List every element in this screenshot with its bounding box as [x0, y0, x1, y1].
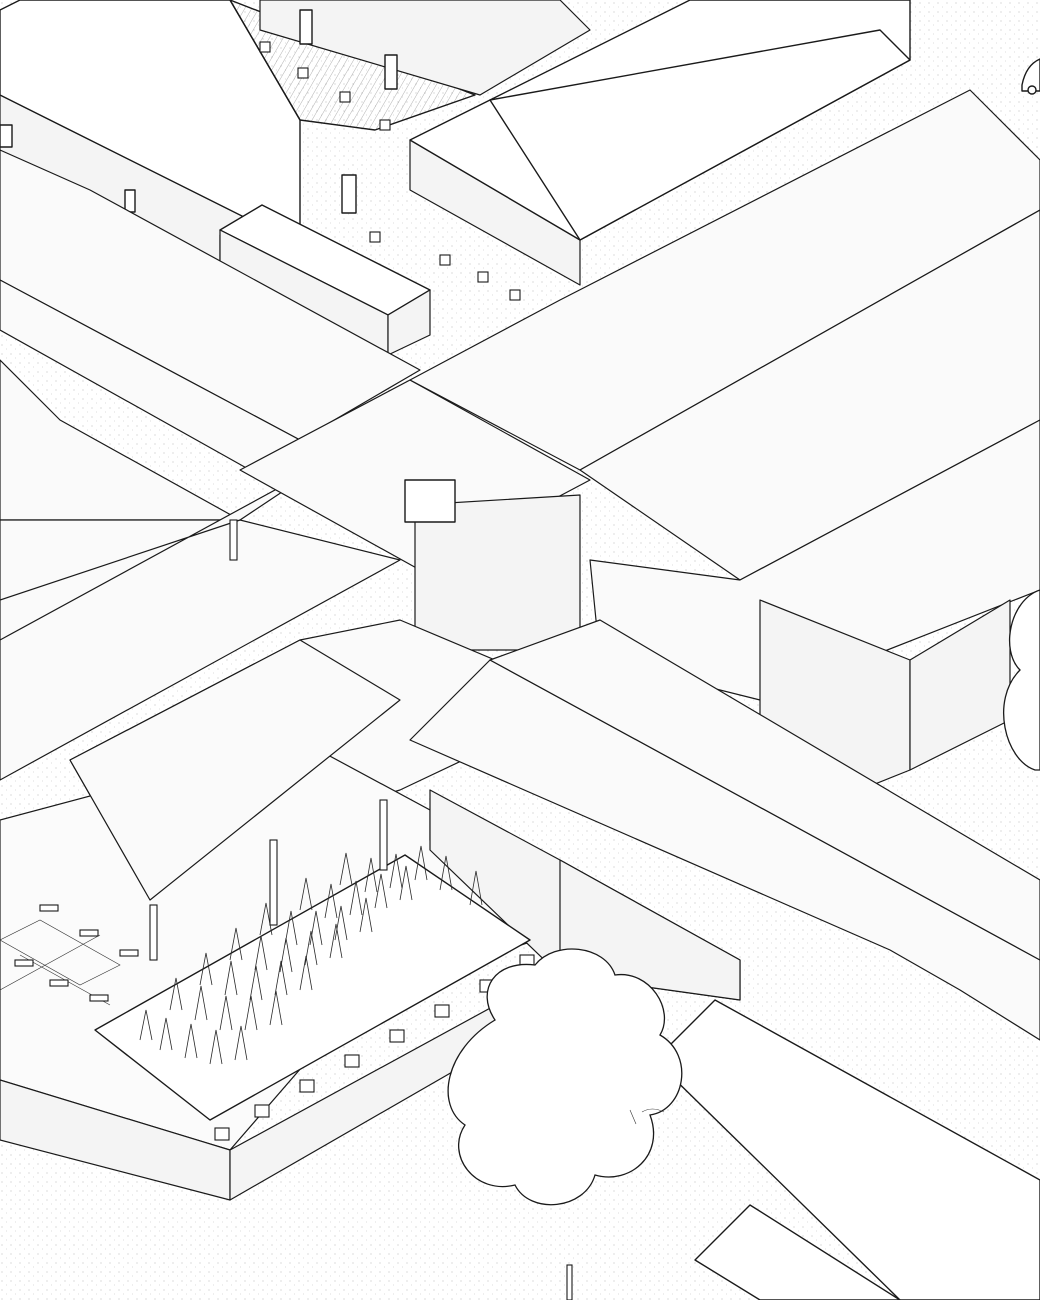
greenhouse-roof-east	[409, 89, 1040, 831]
greenhouse-roof-south-long	[409, 619, 1040, 1041]
pitched-roof-house-northeast	[259, 0, 911, 301]
parked-car-outline	[1021, 58, 1040, 95]
open-pergola	[0, 519, 401, 1006]
street-tree-south	[447, 948, 683, 1300]
raised-corn-bed	[94, 845, 531, 1121]
greenhouse-roof-west	[0, 149, 421, 781]
shed-roof-southeast	[654, 999, 1040, 1300]
street-tree-east-edge	[1003, 589, 1040, 771]
small-gable-shed	[219, 204, 431, 356]
